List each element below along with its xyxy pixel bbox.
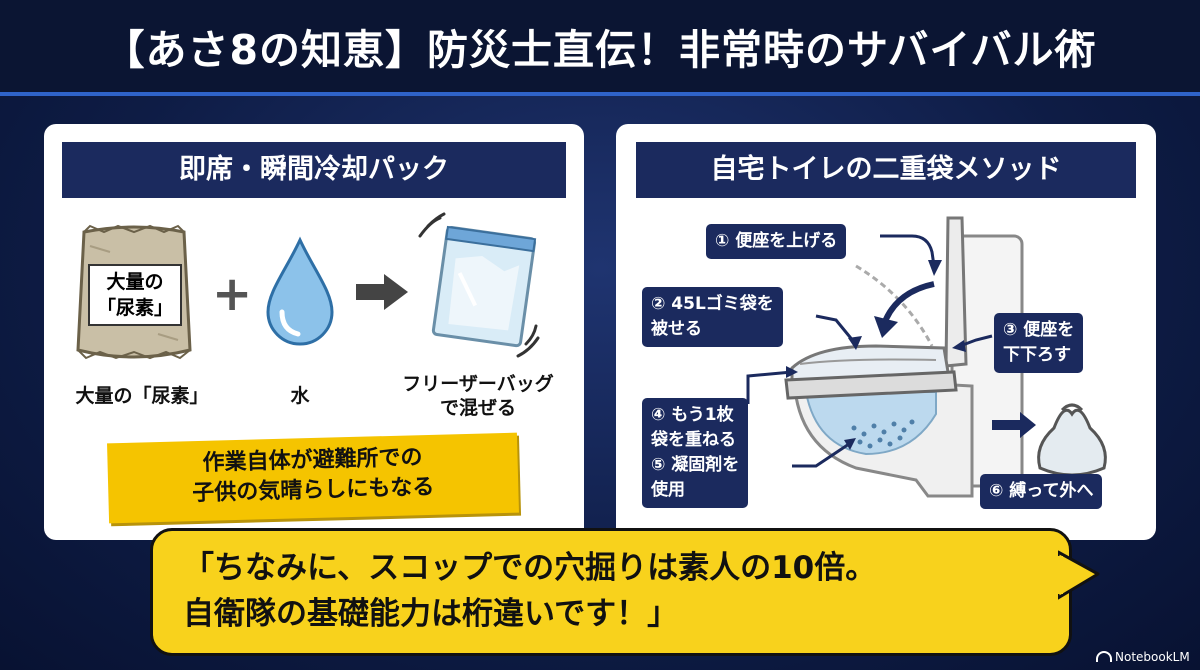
cooling-pack-heading: 即席・瞬間冷却パック [62, 142, 566, 198]
quote-bubble: 「ちなみに、スコップでの穴掘りは素人の10倍。 自衛隊の基礎能力は桁違いです！」 [150, 528, 1072, 656]
arrow-right-icon [356, 274, 408, 310]
step-3-line2: 下下ろす [1003, 345, 1071, 365]
quote-line2: 自衛隊の基礎能力は桁違いです！」 [183, 596, 679, 632]
notebooklm-logo: NotebookLM [1096, 650, 1190, 664]
bubble-tail-icon [1058, 550, 1100, 600]
step-4-5-label: ④ もう1枚 袋を重ねる ⑤ 凝固剤を 使用 [642, 398, 749, 508]
step-5-line1: ⑤ 凝固剤を [651, 455, 740, 475]
step-6-label: ⑥ 縛って外へ [980, 474, 1103, 509]
bag-caption-line1: フリーザーバッグ [402, 373, 554, 395]
step-1-label: ① 便座を上げる [706, 224, 847, 259]
page-title: 【あさ8の知恵】防災士直伝！非常時のサバイバル術 [103, 26, 1097, 74]
urea-sack-label: 大量の 「尿素」 [88, 264, 182, 326]
quote-line1: 「ちなみに、スコップでの穴掘りは素人の10倍。 [183, 550, 877, 586]
water-drop-icon [266, 236, 334, 346]
plus-sign: + [212, 266, 253, 322]
header-divider [0, 92, 1200, 96]
water-caption: 水 [290, 385, 310, 407]
tip-note: 作業自体が避難所での 子供の気晴らしにもなる [107, 432, 519, 524]
step-3-line1: ③ 便座を [1003, 320, 1075, 340]
step-4-line1: ④ もう1枚 [651, 405, 734, 425]
step-2-line1: ② 45Lゴミ袋を [651, 294, 774, 314]
step-3-label: ③ 便座を 下下ろす [994, 313, 1084, 373]
step-2-line2: 被せる [651, 319, 702, 339]
step-2-label: ② 45Lゴミ袋を 被せる [642, 287, 783, 347]
freezer-bag-icon [418, 212, 540, 358]
bag-caption-line2: で混ぜる [439, 397, 516, 419]
logo-text: NotebookLM [1115, 650, 1190, 664]
notebooklm-icon [1096, 651, 1112, 662]
step-4-line2: 袋を重ねる [651, 430, 736, 450]
sack-text-line1: 大量の [106, 271, 164, 293]
tip-note-text: 作業自体が避難所での 子供の気晴らしにもなる [107, 441, 518, 512]
sack-text-line2: 「尿素」 [96, 297, 173, 319]
header-bar [0, 0, 1200, 92]
toilet-illustration-icon [746, 216, 1107, 498]
step-5-line2: 使用 [651, 480, 685, 500]
urea-caption: 大量の「尿素」 [75, 385, 209, 407]
toilet-method-heading: 自宅トイレの二重袋メソッド [636, 142, 1136, 198]
bag-caption: フリーザーバッグ で混ぜる [378, 372, 578, 420]
quote-text: 「ちなみに、スコップでの穴掘りは素人の10倍。 自衛隊の基礎能力は桁違いです！」 [183, 545, 1043, 637]
